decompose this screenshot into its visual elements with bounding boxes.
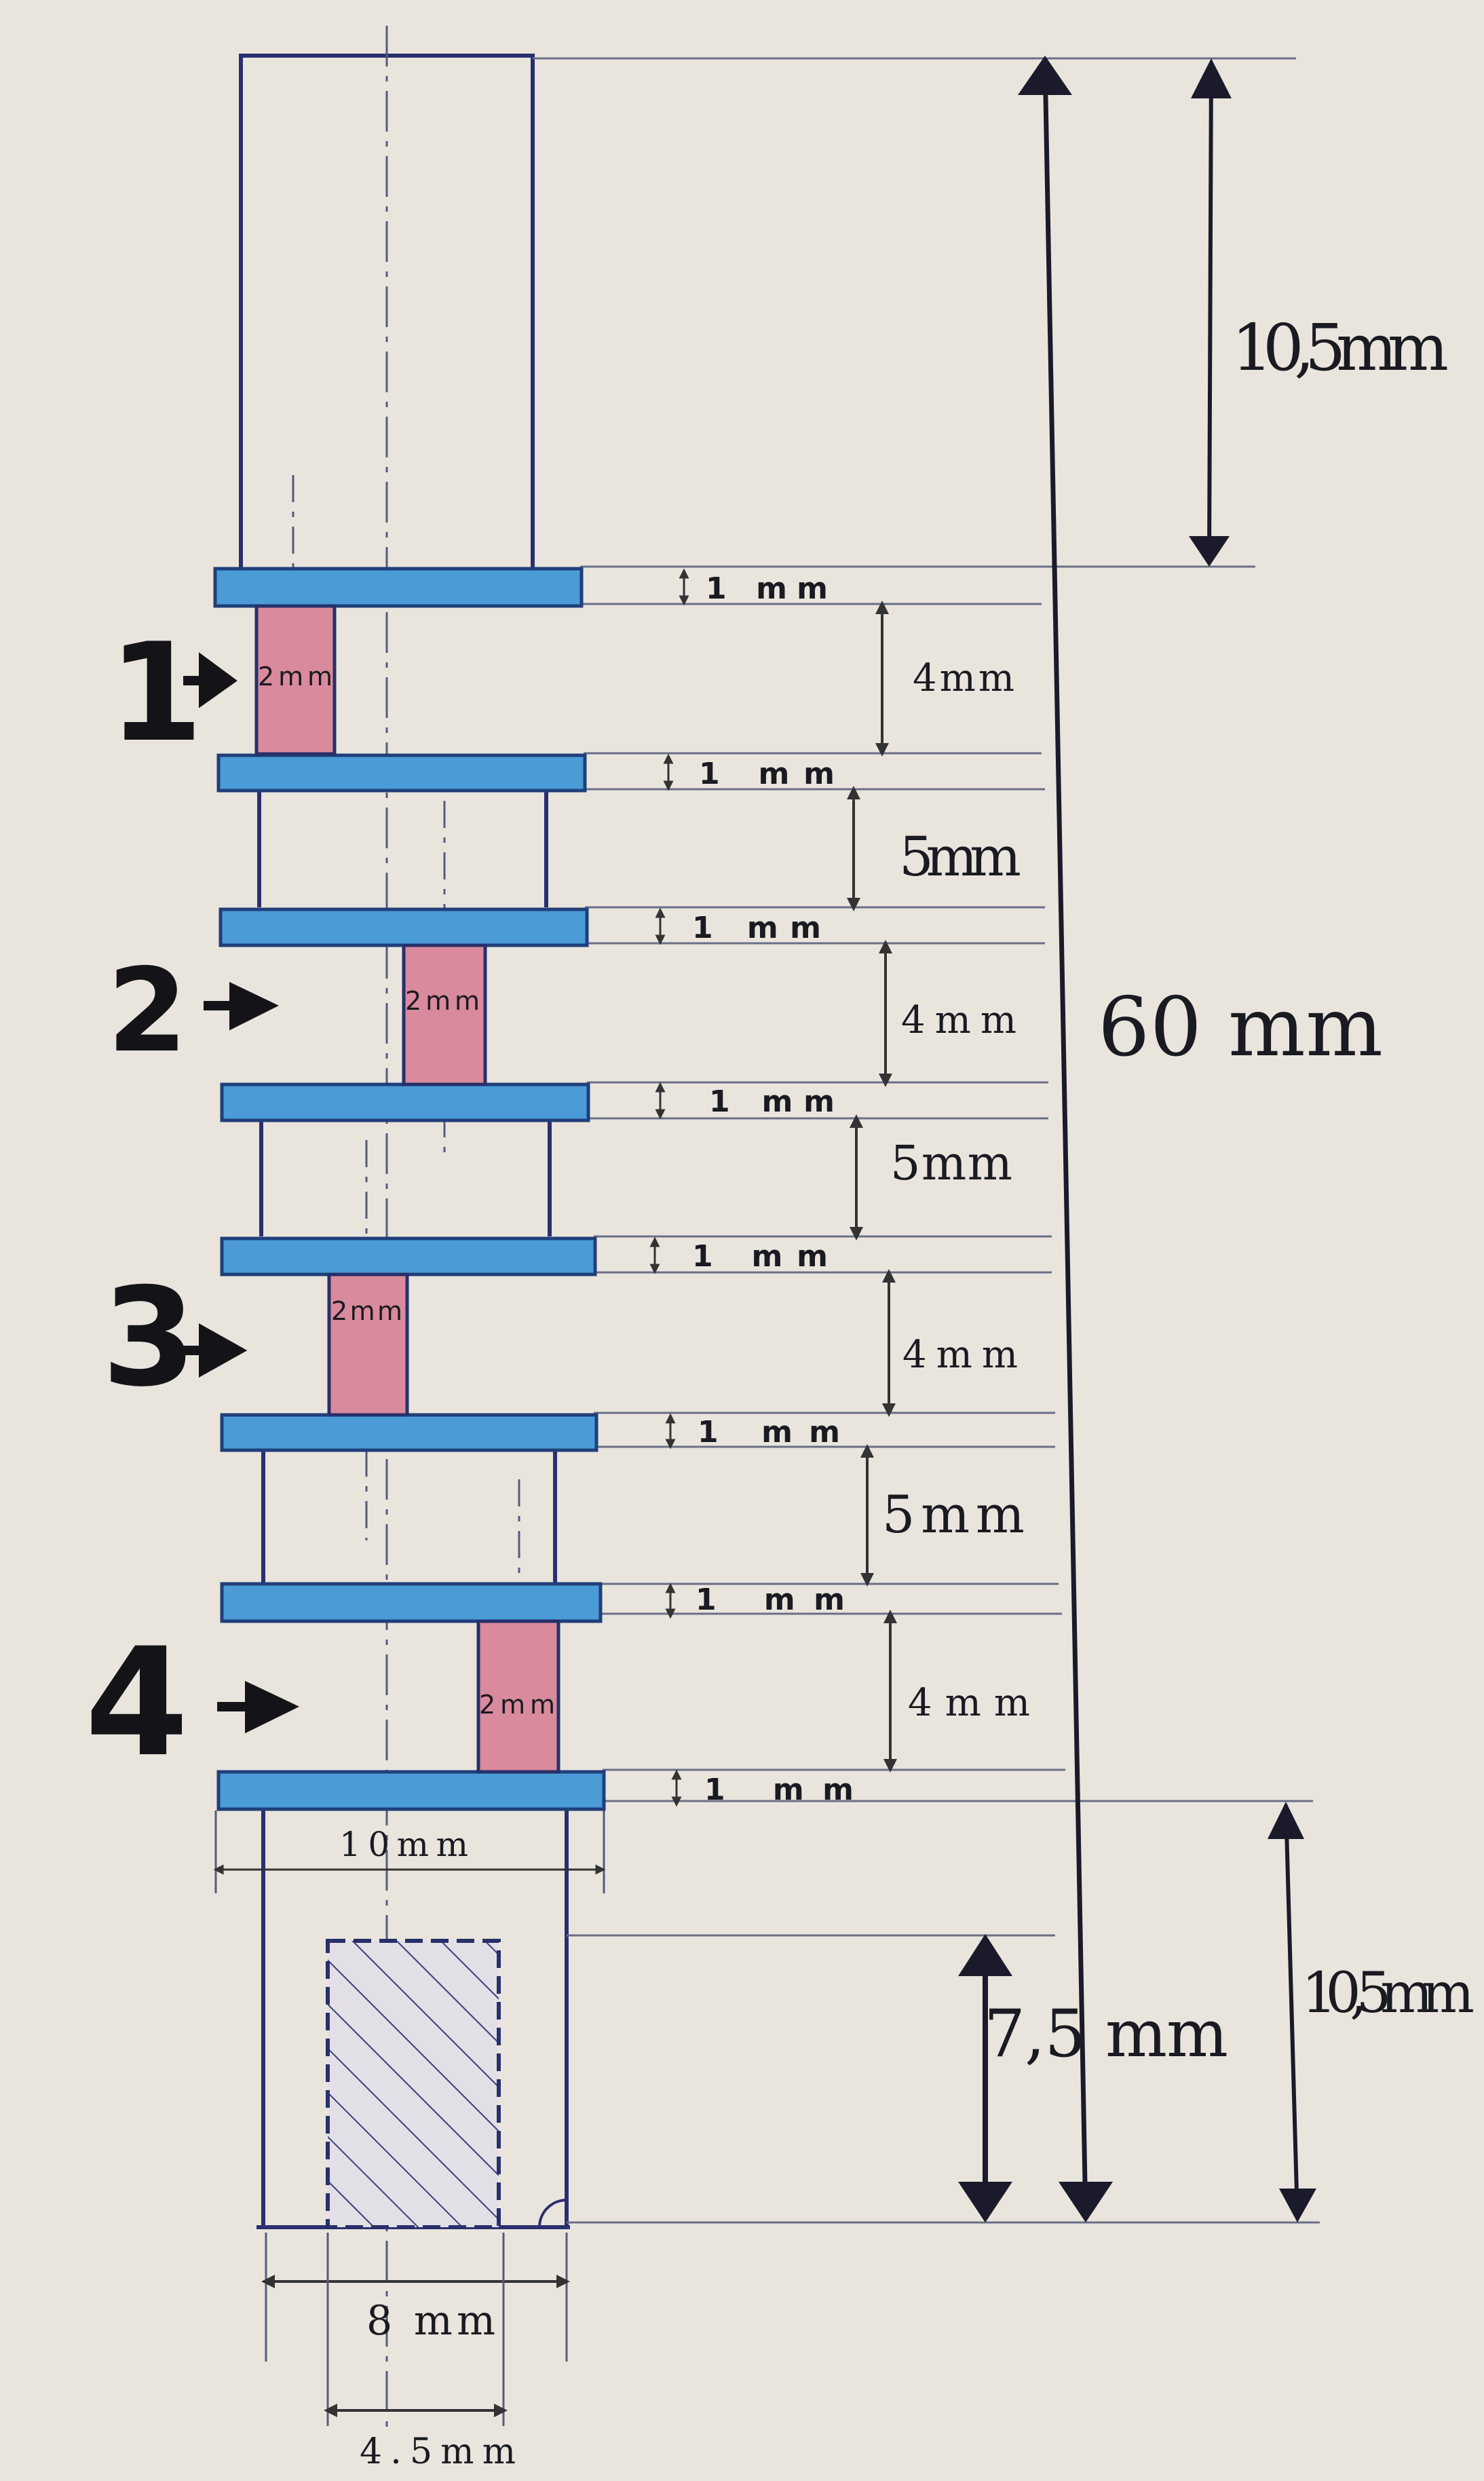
base-width-dimension: 8 mm <box>261 2233 570 2362</box>
top-height-top-arrow <box>1191 58 1232 98</box>
svg-text:8 mm: 8 mm <box>366 2297 495 2345</box>
section-number-3: 3 <box>102 1259 196 1417</box>
svg-text:1 mm: 1 mm <box>709 1084 835 1119</box>
section-walls <box>257 789 557 1584</box>
spacers <box>254 604 560 1774</box>
total-height-top-arrow <box>1018 56 1072 95</box>
section-arrow-2 <box>204 981 279 1031</box>
plate-3 <box>218 907 589 947</box>
svg-text:10mm: 10mm <box>339 1825 468 1864</box>
plate-5 <box>220 1236 597 1276</box>
bottom-height-bottom-arrow <box>1279 2189 1316 2222</box>
svg-text:4mm: 4mm <box>902 1333 1018 1377</box>
section-number-1: 1 <box>109 614 203 772</box>
spacer-4-width: 2mm <box>479 1690 555 1720</box>
spacer-4 <box>476 1619 560 1774</box>
section-arrow-3 <box>180 1323 248 1378</box>
total-height-label: 60 mm <box>1098 981 1383 1075</box>
section-arrow-1 <box>183 652 237 708</box>
spacer-3-width: 2mm <box>331 1296 402 1326</box>
section-number-4: 4 <box>85 1616 189 1789</box>
top-height-label: 10,5mm <box>1232 311 1449 385</box>
total-height-bottom-arrow <box>1059 2182 1113 2222</box>
inner-height-label: 7,5 mm <box>984 1996 1228 2072</box>
section-label-4: 4 <box>85 1616 300 1789</box>
svg-text:5mm: 5mm <box>890 1135 1012 1191</box>
svg-text:5mm: 5mm <box>882 1484 1025 1545</box>
spacer-3 <box>327 1272 409 1417</box>
hatched-cavity <box>326 1939 501 2229</box>
section-label-2: 2 <box>107 944 279 1078</box>
svg-text:1 mm: 1 mm <box>699 757 835 791</box>
top-height-line <box>1207 62 1213 564</box>
section-label-1: 1 <box>109 614 237 772</box>
total-height-line <box>1042 60 1088 2220</box>
svg-text:1 mm: 1 mm <box>692 911 821 945</box>
corner-arc <box>538 2199 567 2228</box>
svg-text:4mm: 4mm <box>913 656 1014 700</box>
plate-2 <box>216 753 587 793</box>
plate-6 <box>220 1413 598 1452</box>
spacer-1-width: 2mm <box>258 662 332 692</box>
gap-dimensions: 4mm 5mm 4mm 5mm 4mm 5mm 4mm <box>847 601 1030 1773</box>
plate-4 <box>220 1082 590 1122</box>
bottom-height-label: 10,5mm <box>1301 1961 1475 2026</box>
plate-1 <box>213 567 584 608</box>
spacer-2 <box>402 943 487 1086</box>
section-number-2: 2 <box>107 944 187 1078</box>
svg-text:1 mm: 1 mm <box>706 571 828 606</box>
plate-8 <box>216 1770 606 1811</box>
plate-width-dimension: 10mm <box>213 1811 606 1893</box>
section-arrow-4 <box>217 1680 300 1734</box>
bottom-height-top-arrow <box>1268 1802 1304 1839</box>
plates <box>213 567 606 1811</box>
spacer-2-width: 2mm <box>405 986 480 1016</box>
section-label-3: 3 <box>102 1259 248 1417</box>
plate-7 <box>220 1582 603 1623</box>
top-height-bottom-arrow <box>1189 536 1230 567</box>
bottom-height-line <box>1284 1804 1299 2218</box>
inner-height-top-arrow <box>958 1934 1012 1976</box>
spacer-1 <box>254 604 337 756</box>
svg-text:1 mm: 1 mm <box>692 1239 828 1274</box>
svg-text:4mm: 4mm <box>901 998 1016 1042</box>
svg-text:5mm: 5mm <box>899 825 1021 888</box>
inner-height-bottom-arrow <box>958 2182 1012 2222</box>
svg-text:4mm: 4mm <box>908 1681 1030 1725</box>
